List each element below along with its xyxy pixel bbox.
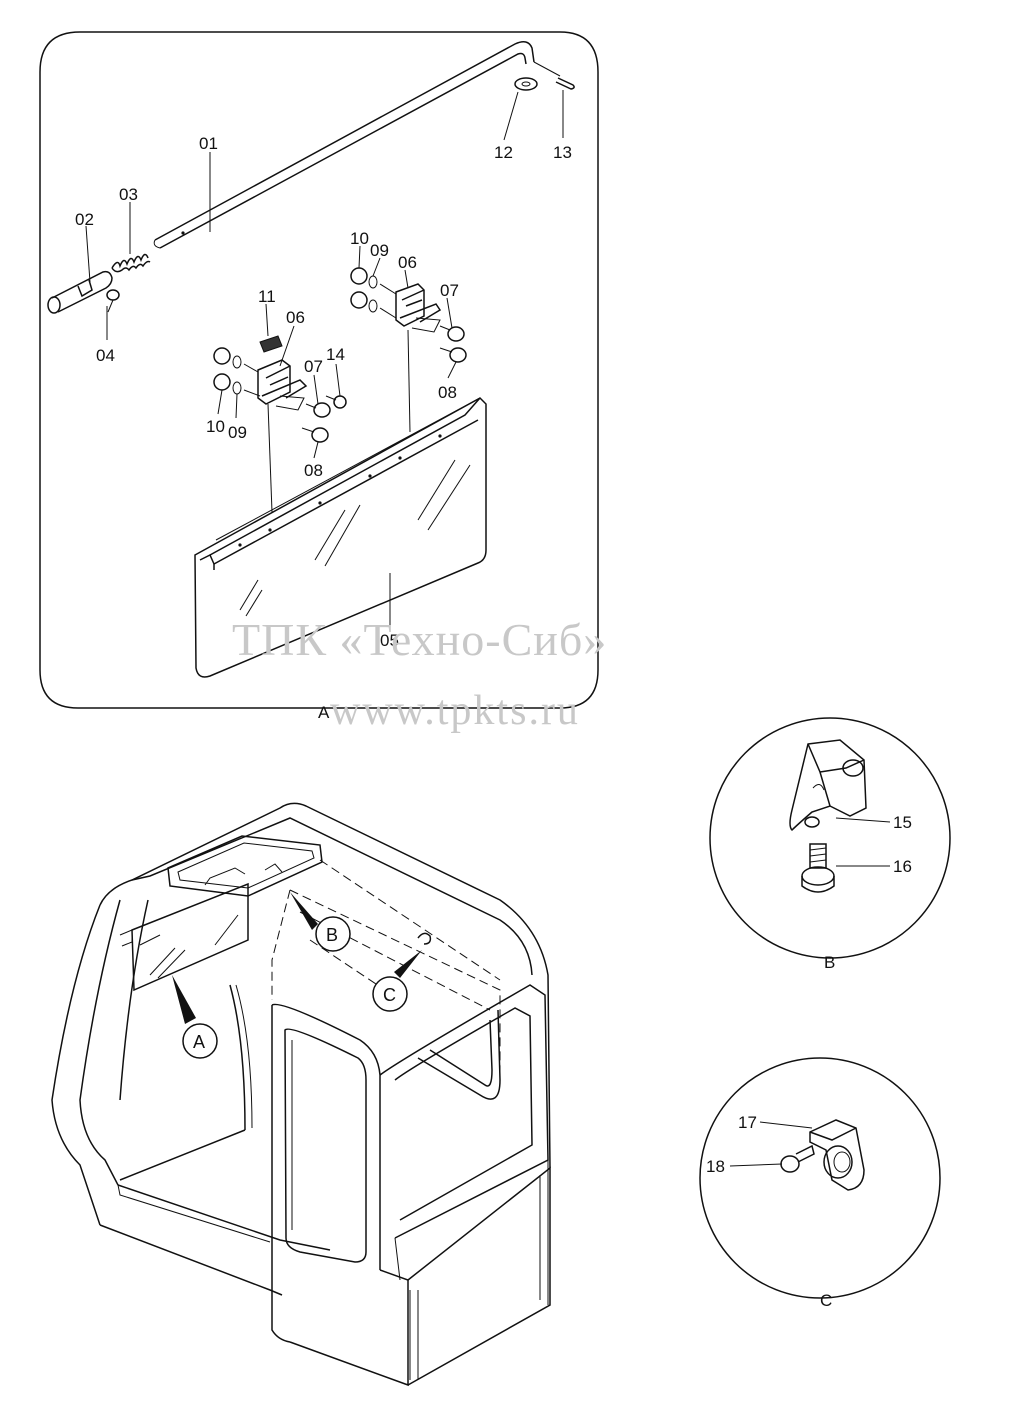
glass-panel-05 <box>194 397 487 678</box>
view-label-b: B <box>824 953 835 972</box>
callout-c: C <box>372 950 422 1012</box>
label-08-right: 08 <box>438 383 457 402</box>
pad-11 <box>259 335 283 353</box>
label-08-left: 08 <box>304 461 323 480</box>
callout-b: B <box>290 892 351 952</box>
clip-17 <box>809 1119 865 1191</box>
label-07-right: 07 <box>440 281 459 300</box>
svg-text:A: A <box>193 1032 205 1052</box>
pin-13 <box>555 77 575 90</box>
label-14: 14 <box>326 345 345 364</box>
callout-a: A <box>172 975 218 1059</box>
svg-text:B: B <box>326 925 338 945</box>
bolt-16 <box>801 843 835 893</box>
label-09-left: 09 <box>228 423 247 442</box>
view-label-a: A <box>318 703 330 722</box>
label-17: 17 <box>738 1113 757 1132</box>
washer-12 <box>514 77 538 91</box>
label-12: 12 <box>494 143 513 162</box>
view-label-c: C <box>820 1291 832 1310</box>
watermark-url: www.tpkts.ru <box>330 688 580 734</box>
label-04: 04 <box>96 346 115 365</box>
rod-01 <box>153 41 535 249</box>
detail-a-frame <box>39 31 599 709</box>
hinge-assembly-right <box>350 267 467 363</box>
watermark: ТПК «Техно-Сиб» www.tpkts.ru <box>232 614 607 734</box>
label-10-left: 10 <box>206 417 225 436</box>
label-18: 18 <box>706 1157 725 1176</box>
spring-03 <box>111 253 151 273</box>
detail-view-b: 15 16 B <box>709 717 951 972</box>
label-09-right: 09 <box>370 241 389 260</box>
label-06-right: 06 <box>398 253 417 272</box>
label-01: 01 <box>199 134 218 153</box>
label-16: 16 <box>893 857 912 876</box>
svg-text:C: C <box>383 985 396 1005</box>
detail-view-a: 01 02 03 04 05 06 06 07 07 08 08 09 09 1… <box>39 31 599 722</box>
label-05: 05 <box>380 631 399 650</box>
label-02: 02 <box>75 210 94 229</box>
label-10-right: 10 <box>350 229 369 248</box>
cab-drawing <box>51 802 551 1387</box>
label-07-left: 07 <box>304 357 323 376</box>
screw-04 <box>106 289 120 313</box>
screw-18 <box>780 1144 815 1173</box>
label-11: 11 <box>258 287 276 306</box>
label-06-left: 06 <box>286 308 305 327</box>
bracket-15 <box>789 739 867 832</box>
pin-02 <box>47 270 113 314</box>
label-13: 13 <box>553 143 572 162</box>
label-15: 15 <box>893 813 912 832</box>
label-03: 03 <box>119 185 138 204</box>
watermark-company: ТПК «Техно-Сиб» <box>232 614 607 665</box>
detail-view-c: 17 18 C <box>699 1057 941 1310</box>
